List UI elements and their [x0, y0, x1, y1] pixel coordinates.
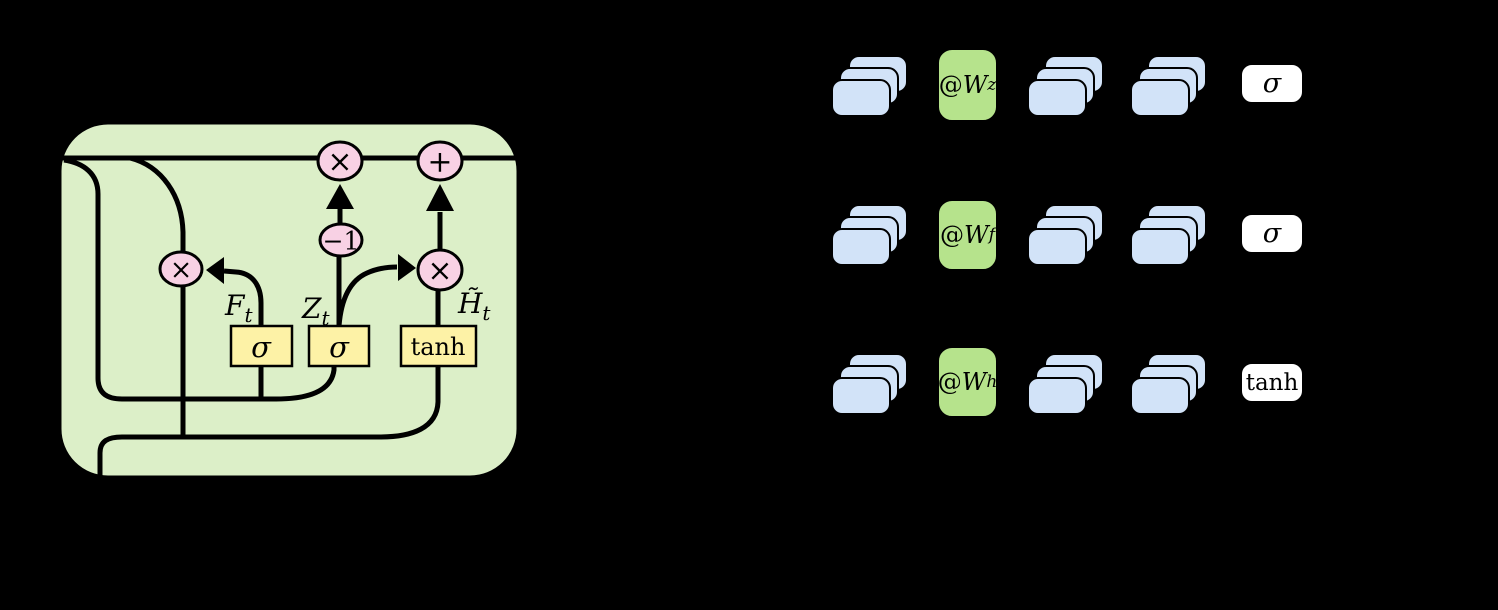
minus-one-arrowhead-icon [326, 184, 354, 209]
tensor-stack [1027, 204, 1109, 266]
update-sigma-label: σ [329, 330, 350, 364]
multiply-node-icon [316, 140, 364, 182]
tensor-card [831, 377, 891, 415]
candidate-tanh-box [399, 324, 478, 368]
forget-multiply-glyph: × [170, 255, 193, 286]
tensor-stack [831, 55, 913, 117]
tensor-card [1027, 79, 1087, 117]
tensor-stack [1027, 55, 1109, 117]
candidate-multiply-node-icon [416, 248, 464, 292]
candidate-tanh-label: tanh [411, 333, 466, 361]
tensor-stack [831, 204, 913, 266]
tensor-card [831, 228, 891, 266]
forget-sigma-label: σ [251, 330, 272, 364]
candidate-multiply-glyph: × [427, 254, 452, 289]
cell-body [58, 121, 520, 479]
forget-gate-arrowhead-icon [206, 257, 224, 284]
activation-box-tanh: tanh [1240, 362, 1304, 403]
gate-feed-line [63, 157, 337, 402]
update-sigma-box [307, 324, 371, 368]
z-branch-arrow-shaft [336, 264, 398, 327]
minus-one-glyph: −1 [323, 227, 360, 256]
candidate-state-label: H̃t [457, 287, 491, 325]
tensor-card [1027, 377, 1087, 415]
update-gate-label: Zt [301, 292, 330, 330]
tensor-stack [831, 353, 913, 415]
forget-sigma-box [229, 324, 294, 368]
z-branch-arrowhead-icon [398, 254, 416, 281]
forget-branch-line [129, 155, 186, 437]
tensor-card [1130, 377, 1190, 415]
forget-gate-arrow-shaft [223, 268, 264, 326]
tensor-card [1130, 79, 1190, 117]
tensor-card [831, 79, 891, 117]
tensor-card [1027, 228, 1087, 266]
multiply-glyph: × [327, 145, 352, 180]
activation-box-sigma: σ [1240, 63, 1304, 104]
tensor-stack [1130, 55, 1212, 117]
add-node-icon [416, 140, 464, 182]
forget-gate-label: Ft [224, 289, 253, 327]
activation-box-sigma: σ [1240, 213, 1304, 254]
minus-one-node-icon [318, 222, 364, 258]
forget-multiply-node-icon [158, 250, 204, 288]
tensor-stack [1130, 353, 1212, 415]
add-glyph: + [427, 145, 452, 180]
tensor-stack [1130, 204, 1212, 266]
tensor-stack [1027, 353, 1109, 415]
input-line [97, 366, 441, 481]
candidate-sum-arrowhead-icon [426, 184, 454, 211]
recurrent-cell-diagram: × + −1 × × σ σ tanh Ft Zt H̃t [58, 121, 520, 481]
tensor-card [1130, 228, 1190, 266]
